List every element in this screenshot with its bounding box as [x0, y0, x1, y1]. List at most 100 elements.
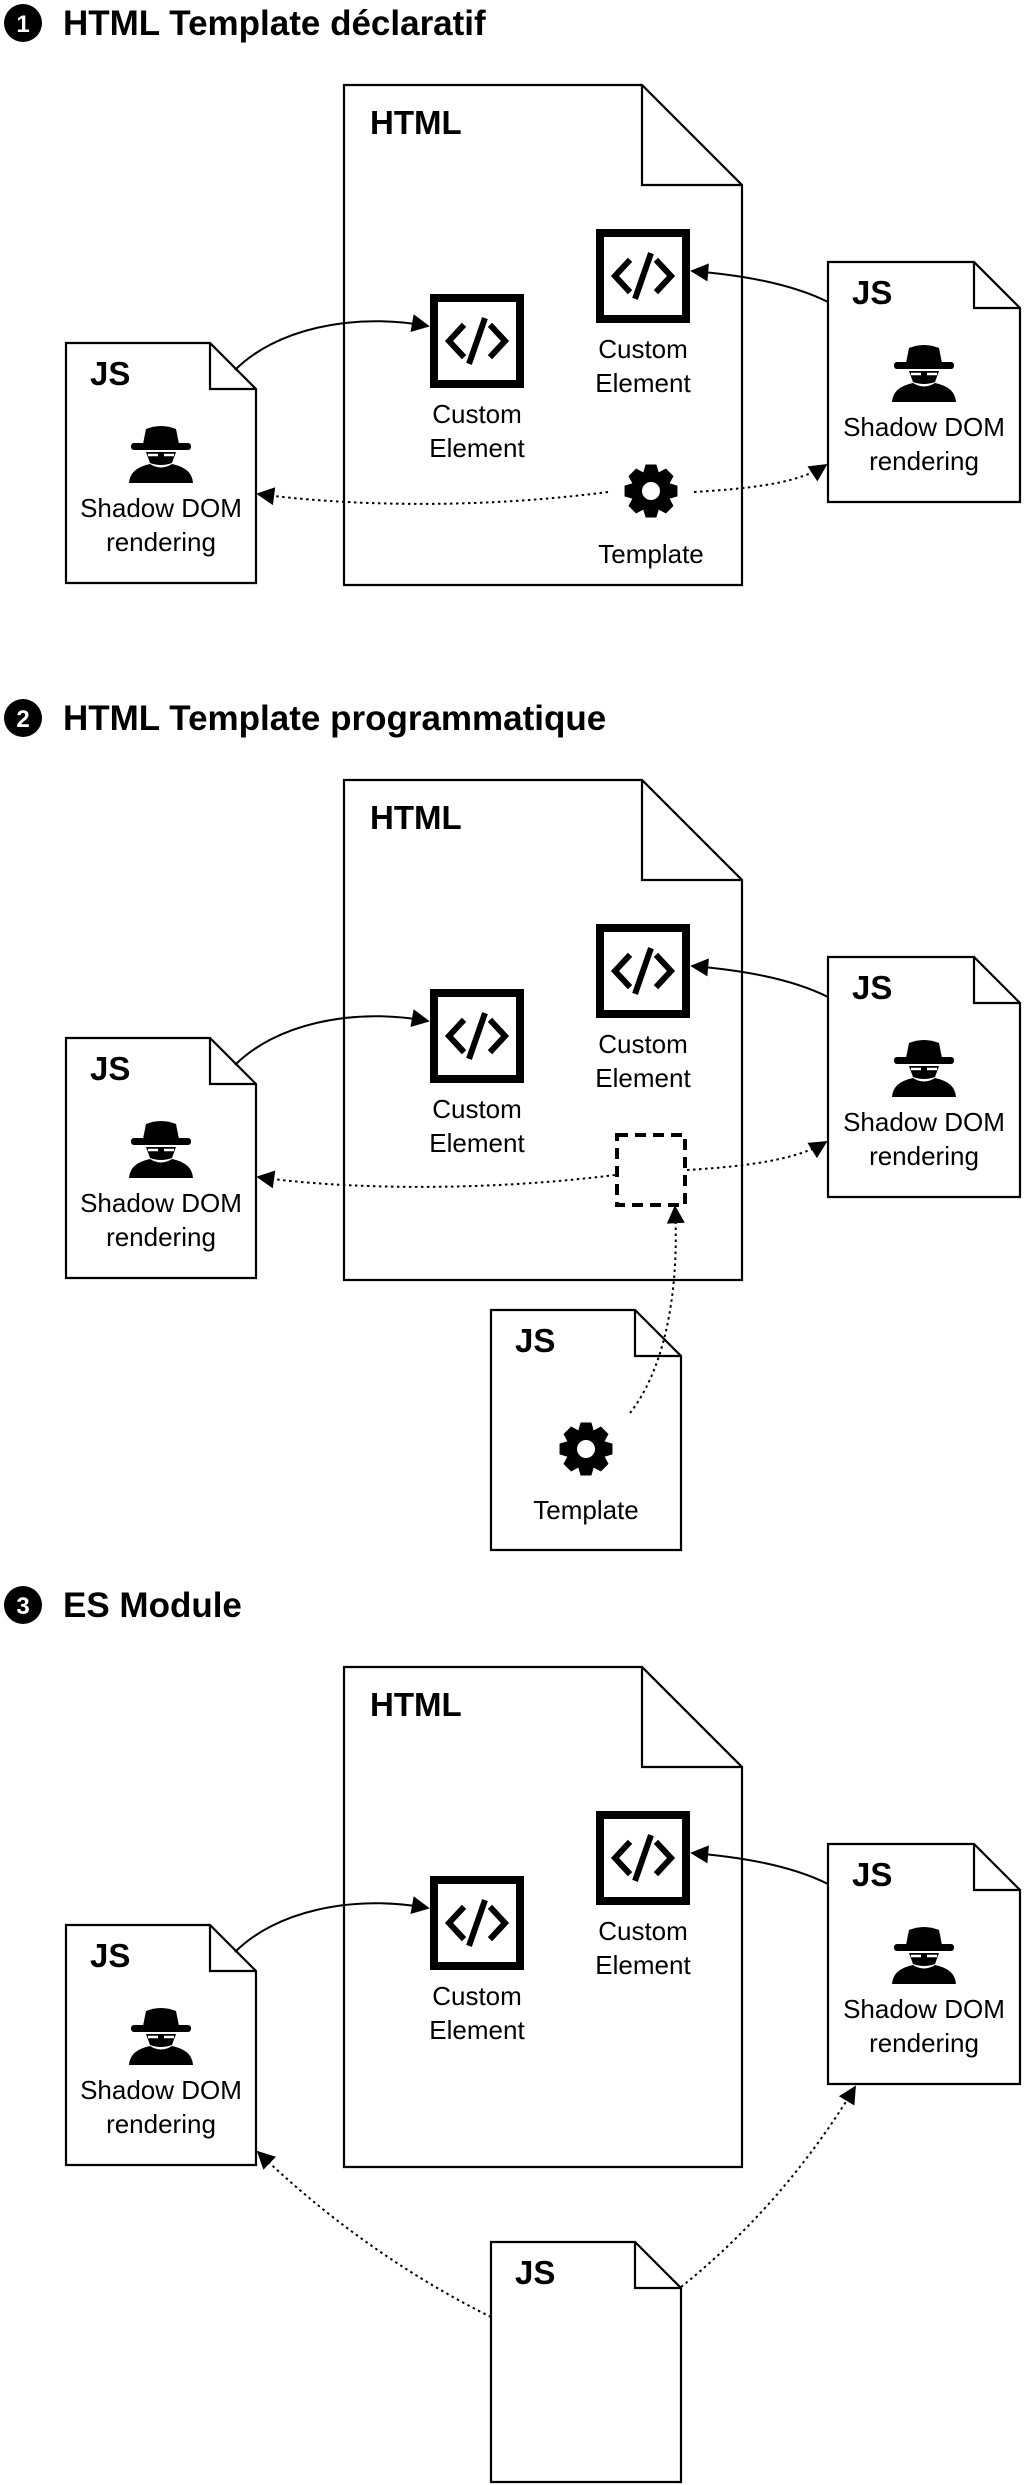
arrow-module-to-js-left — [256, 2150, 492, 2318]
js-document — [489, 2240, 683, 2484]
js-caption: Shadow DOM — [843, 1107, 1005, 1137]
custom-element-label: Element — [595, 1063, 691, 1093]
document-fold — [208, 1925, 256, 1973]
html-label: HTML — [370, 799, 462, 836]
document-fold — [640, 85, 742, 187]
custom-element-label: Element — [429, 433, 525, 463]
spy-icon — [892, 345, 956, 402]
spy-icon — [129, 2008, 193, 2065]
section-number: 2 — [16, 706, 29, 733]
section-number-badge — [4, 4, 42, 42]
arrow-module-to-js-right — [680, 2085, 856, 2288]
spy-icon — [129, 1121, 193, 1178]
arrow-js-left-to-custom-element — [234, 1009, 430, 1066]
section-number: 1 — [16, 11, 29, 38]
spy-icon — [129, 426, 193, 483]
document-outline — [342, 1665, 744, 2169]
gear-icon — [624, 464, 678, 518]
gear-icon — [559, 1422, 613, 1476]
code-brackets-icon — [596, 1811, 690, 1905]
custom-element-label: Custom — [598, 334, 688, 364]
js-caption: rendering — [869, 2028, 979, 2058]
js-caption: rendering — [869, 1141, 979, 1171]
document-fold — [972, 957, 1020, 1005]
js-bottom-template: JS Template — [489, 1308, 683, 1552]
js-bottom-module: JS — [489, 2240, 683, 2484]
js-caption: Shadow DOM — [80, 2075, 242, 2105]
section-header: 3 ES Module — [4, 1586, 242, 1625]
custom-element-label: Element — [429, 1128, 525, 1158]
js-label: JS — [515, 2254, 555, 2291]
js-left-shadow-dom: JS Shadow DOM rendering — [64, 341, 258, 585]
custom-element-label: Element — [595, 368, 691, 398]
arrow-js-right-to-custom-element — [690, 1845, 829, 1885]
section-header: 2 HTML Template programmatique — [4, 699, 606, 738]
spy-icon — [892, 1927, 956, 1984]
arrow-js-right-to-custom-element — [690, 958, 829, 998]
section-title: HTML Template programmatique — [63, 699, 606, 738]
js-label: JS — [852, 969, 892, 1006]
spy-icon — [892, 1040, 956, 1097]
document-fold — [633, 2242, 681, 2290]
js-caption: Shadow DOM — [843, 1994, 1005, 2024]
custom-element-label: Custom — [432, 1981, 522, 2011]
document-outline — [489, 2240, 683, 2484]
document-fold — [208, 343, 256, 391]
section-number-badge — [4, 699, 42, 737]
section-header: 1 HTML Template déclaratif — [4, 4, 486, 43]
arrow-js-right-to-custom-element — [690, 263, 829, 303]
js-caption: rendering — [106, 2109, 216, 2139]
custom-element-label: Element — [595, 1950, 691, 1980]
document-fold — [972, 262, 1020, 310]
document-fold — [640, 1667, 742, 1769]
js-label: JS — [90, 355, 130, 392]
section-title: ES Module — [63, 1586, 242, 1625]
js-label: JS — [515, 1322, 555, 1359]
arrow-template-to-js-left — [256, 487, 609, 506]
section-title: HTML Template déclaratif — [63, 4, 486, 43]
js-caption: Shadow DOM — [80, 493, 242, 523]
js-caption: Shadow DOM — [80, 1188, 242, 1218]
js-label: JS — [90, 1937, 130, 1974]
html-document-shape — [342, 1665, 744, 2169]
js-label: JS — [852, 274, 892, 311]
custom-element-label: Custom — [598, 1029, 688, 1059]
custom-element-label: Custom — [432, 1094, 522, 1124]
js-caption: rendering — [106, 527, 216, 557]
custom-element-label: Custom — [432, 399, 522, 429]
js-label: JS — [852, 1856, 892, 1893]
js-right-shadow-dom: JS Shadow DOM rendering — [826, 1842, 1022, 2086]
js-right-shadow-dom: JS Shadow DOM rendering — [826, 955, 1022, 1199]
js-left-shadow-dom: JS Shadow DOM rendering — [64, 1923, 258, 2167]
arrow-placeholder-to-js-left — [256, 1170, 616, 1189]
code-brackets-icon — [430, 294, 524, 388]
document-fold — [640, 780, 742, 882]
code-brackets-icon — [596, 924, 690, 1018]
js-caption: Template — [533, 1495, 639, 1525]
section-number-badge — [4, 1586, 42, 1624]
document-fold — [633, 1310, 681, 1358]
arrow-template-js-to-placeholder — [629, 1205, 685, 1414]
custom-element-label: Element — [429, 2015, 525, 2045]
html-label: HTML — [370, 104, 462, 141]
js-caption: Shadow DOM — [843, 412, 1005, 442]
template-placeholder — [615, 1133, 687, 1207]
template-label: Template — [598, 539, 704, 569]
arrow-js-left-to-custom-element — [234, 314, 430, 371]
section-number: 3 — [16, 1593, 29, 1620]
js-caption: rendering — [106, 1222, 216, 1252]
html-label: HTML — [370, 1686, 462, 1723]
